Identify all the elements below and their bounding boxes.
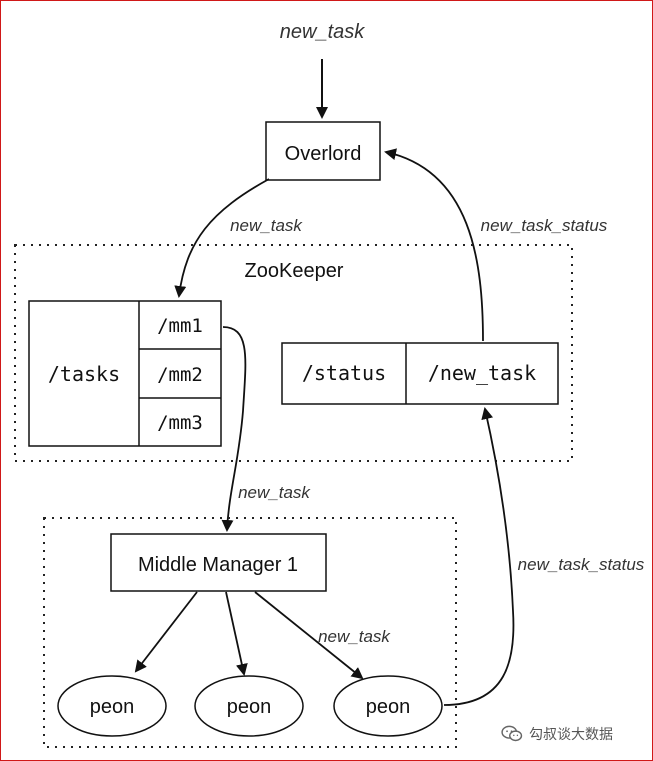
mm-to-peon-label: new_task [318,627,391,646]
mm2-label: /mm2 [157,364,203,386]
status-label: /status [302,361,386,385]
status-table [281,342,559,405]
status-to-overlord-label: new_task_status [481,216,608,235]
status-to-overlord-arrow [384,148,484,342]
mm-to-peon-2-arrow [225,591,248,676]
peon-1-label: peon [90,696,135,718]
peon-to-status-label: new_task_status [518,555,645,574]
middle-manager-label: Middle Manager 1 [138,554,298,576]
overlord-to-zk-label: new_task [230,216,303,235]
wechat-watermark: 勾叔谈大数据 [501,721,651,747]
peon-to-status-arrow [443,407,515,706]
tasks-table [28,300,222,447]
peon-1 [57,675,167,737]
zookeeper-label: ZooKeeper [245,260,344,282]
watermark-text: 勾叔谈大数据 [529,727,613,743]
peon-2-label: peon [227,696,272,718]
peon-3-label: peon [366,696,411,718]
overlord-to-zk-arrow [174,178,270,298]
wechat-icon [501,725,523,742]
zk-to-mm-arrow [221,326,247,532]
tasks-label: /tasks [48,362,120,386]
zookeeper-region [14,244,573,462]
overlord-label: Overlord [285,143,362,165]
middle-manager-box [110,533,327,592]
peon-2 [194,675,304,737]
status-new-task-label: /new_task [428,361,536,385]
input-new-task-label: new_task [280,21,365,43]
peon-3 [333,675,443,737]
mm-to-peon-3-arrow [254,591,364,680]
mm-to-peon-1-arrow [134,591,198,673]
mm3-label: /mm3 [157,412,203,434]
overlord-box [265,121,381,181]
zk-to-mm-label: new_task [238,483,311,502]
mm1-label: /mm1 [157,315,203,337]
